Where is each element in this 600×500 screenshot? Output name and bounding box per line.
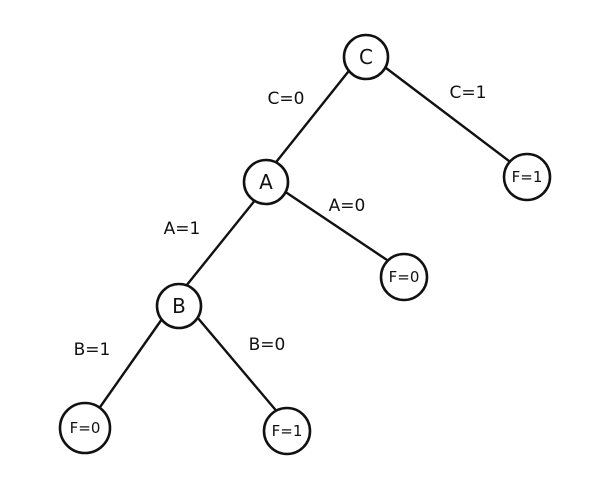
edge-labels: C=0 C=1 A=1 A=0 B=1 B=0 — [74, 83, 487, 360]
leaf-a0-label: F=0 — [389, 268, 420, 286]
node-a: A — [242, 158, 290, 206]
leaf-b0: F=1 — [262, 406, 312, 456]
edge-label-a0: A=0 — [329, 196, 366, 216]
leaf-c1: F=1 — [502, 152, 552, 202]
edge-c-to-a — [271, 70, 350, 168]
edge-b-to-leaf-b1 — [96, 317, 164, 412]
edge-label-b0: B=0 — [249, 335, 286, 355]
node-b-label: B — [172, 294, 186, 318]
node-c: C — [342, 33, 390, 81]
leaf-a0: F=0 — [379, 252, 429, 302]
leaf-b0-label: F=1 — [272, 422, 303, 440]
edge-label-a1: A=1 — [164, 219, 201, 239]
edge-c-to-leaf-c1 — [384, 66, 515, 166]
edge-b-to-leaf-b0 — [195, 315, 281, 416]
edge-label-b1: B=1 — [74, 340, 111, 360]
tree-edges — [96, 66, 515, 416]
leaf-b1-label: F=0 — [70, 419, 101, 437]
edge-label-c0: C=0 — [268, 89, 305, 109]
leaf-b1: F=0 — [58, 401, 112, 455]
leaf-c1-label: F=1 — [512, 168, 543, 186]
node-a-label: A — [259, 170, 273, 194]
edge-a-to-b — [184, 197, 258, 288]
node-c-label: C — [359, 45, 373, 69]
node-b: B — [155, 282, 203, 330]
edge-label-c1: C=1 — [450, 83, 487, 103]
edge-a-to-leaf-a0 — [285, 191, 392, 264]
